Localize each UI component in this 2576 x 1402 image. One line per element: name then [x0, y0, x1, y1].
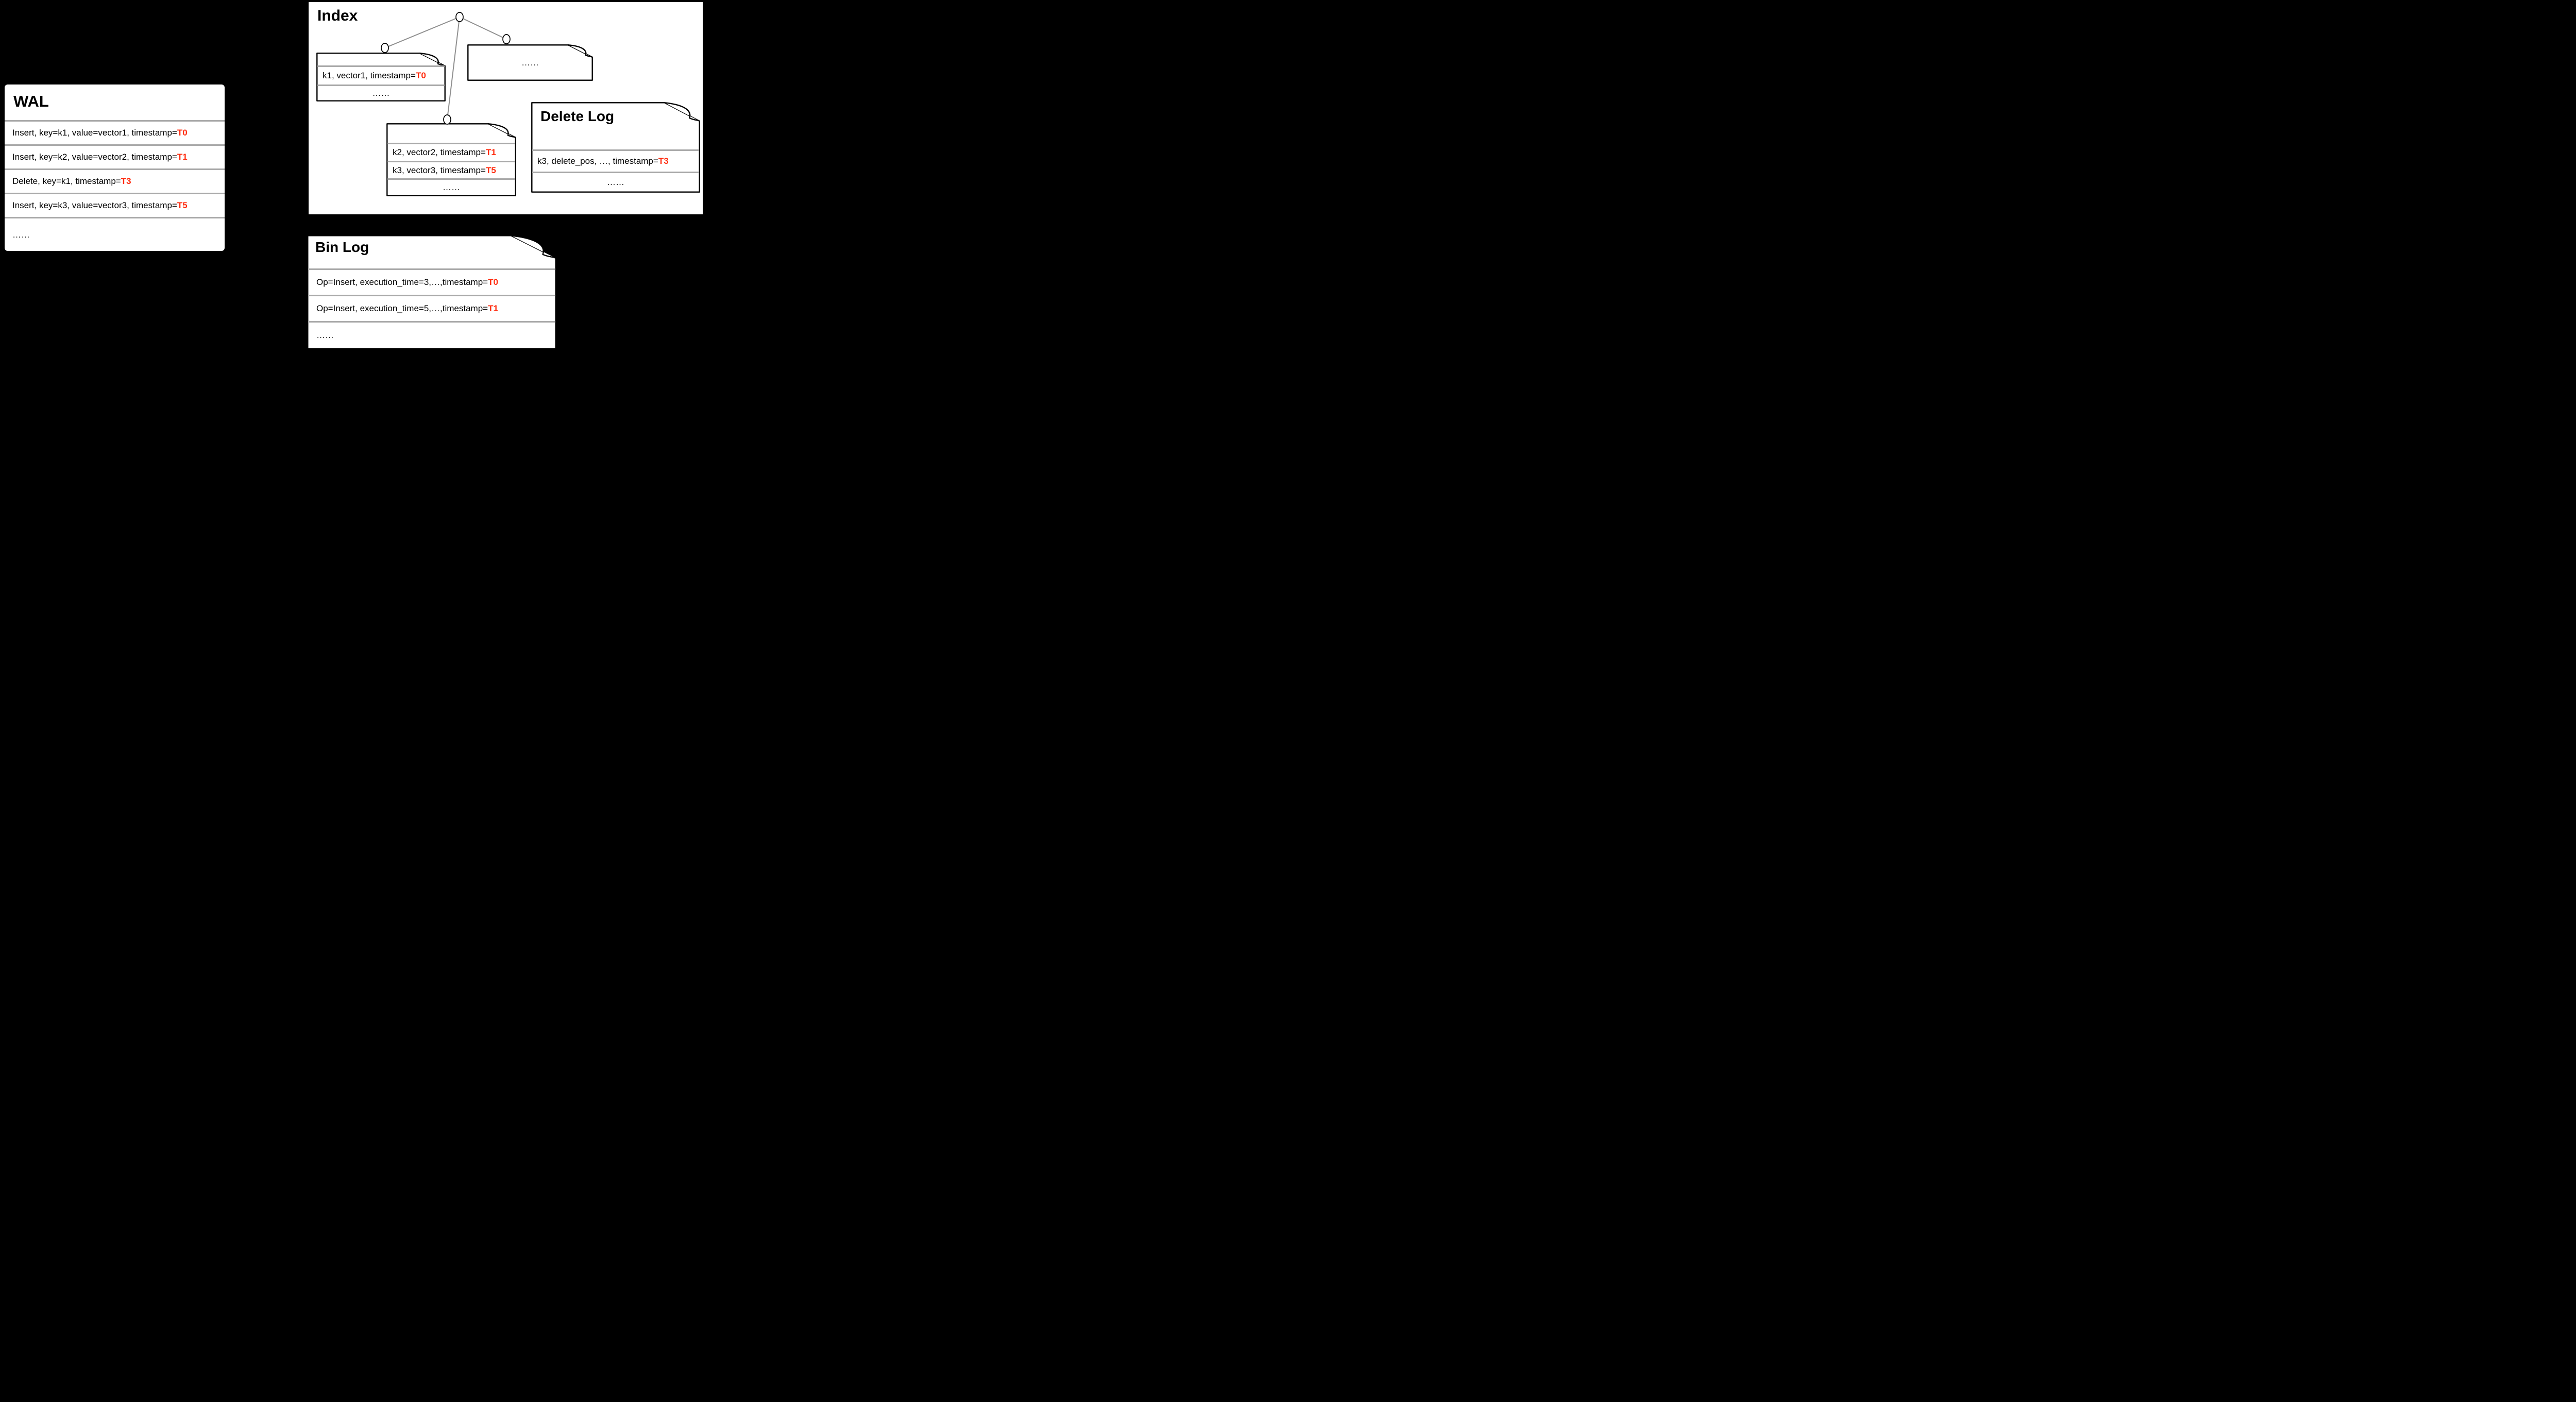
wal-row-insert-k2: Insert, key=k2, value=vector2, timestamp…	[5, 144, 225, 168]
index-segment-doc-more: ……	[467, 44, 593, 81]
timestamp-highlight: T1	[488, 303, 498, 313]
document-content: k1, vector1, timestamp=T0 ……	[317, 54, 445, 100]
timestamp-highlight: T1	[177, 152, 188, 162]
delete-log-row-k3: k3, delete_pos, …, timestamp=T3	[532, 149, 699, 172]
document-shape	[467, 44, 593, 81]
timestamp-highlight: T3	[658, 156, 669, 166]
wal-row-text: Insert, key=k2, value=vector2, timestamp…	[12, 152, 177, 162]
tree-edge	[384, 16, 460, 48]
index-panel: Index k1, vector1, timestamp=T0 …… ……	[309, 2, 703, 214]
segment-row-ellipsis: ……	[387, 178, 515, 195]
document-shape	[531, 102, 700, 193]
document-header	[387, 124, 515, 143]
ellipsis-text: ……	[316, 330, 334, 340]
tree-node-right	[502, 34, 511, 44]
document-shape	[307, 235, 556, 349]
bin-log-row-ellipsis: ……	[308, 321, 555, 348]
delete-log-doc: Delete Log k3, delete_pos, …, timestamp=…	[531, 102, 700, 193]
segment-row-text: k3, vector3, timestamp=	[393, 165, 486, 175]
segment-row-k3: k3, vector3, timestamp=T5	[387, 161, 515, 178]
timestamp-highlight: T0	[415, 71, 426, 80]
bin-log-row-text: Op=Insert, execution_time=5,…,timestamp=	[316, 303, 488, 313]
diagram-canvas: WAL Insert, key=k1, value=vector1, times…	[0, 0, 704, 350]
ellipsis-text: ……	[443, 182, 460, 192]
bin-log-row-1: Op=Insert, execution_time=3,…,timestamp=…	[308, 268, 555, 295]
wal-row-insert-k3: Insert, key=k3, value=vector3, timestamp…	[5, 193, 225, 217]
timestamp-highlight: T3	[121, 176, 131, 186]
wal-row-text: Delete, key=k1, timestamp=	[12, 176, 121, 186]
ellipsis-text: ……	[372, 88, 390, 98]
delete-log-row-ellipsis: ……	[532, 172, 699, 192]
timestamp-highlight: T5	[177, 200, 188, 210]
tree-node-root	[455, 12, 464, 22]
bin-log-title: Bin Log	[315, 239, 369, 255]
document-content: k2, vector2, timestamp=T1 k3, vector3, t…	[387, 124, 515, 195]
segment-row-k2: k2, vector2, timestamp=T1	[387, 143, 515, 161]
document-content: ……	[468, 45, 592, 80]
timestamp-highlight: T0	[177, 128, 188, 138]
timestamp-highlight: T5	[485, 165, 496, 175]
tree-edge	[459, 16, 507, 40]
ellipsis-text: ……	[521, 57, 539, 67]
delete-log-header: Delete Log	[532, 103, 699, 149]
segment-row-k1: k1, vector1, timestamp=T0	[317, 65, 445, 85]
document-header	[317, 54, 445, 65]
bin-log-row-2: Op=Insert, execution_time=5,…,timestamp=…	[308, 295, 555, 321]
index-segment-doc-k2-k3: k2, vector2, timestamp=T1 k3, vector3, t…	[386, 123, 516, 196]
timestamp-highlight: T1	[485, 147, 496, 157]
delete-log-title: Delete Log	[540, 108, 615, 124]
wal-row-delete-k1: Delete, key=k1, timestamp=T3	[5, 168, 225, 193]
wal-row-ellipsis: ……	[5, 217, 225, 251]
wal-row-text: Insert, key=k3, value=vector3, timestamp…	[12, 200, 177, 210]
wal-row-insert-k1: Insert, key=k1, value=vector1, timestamp…	[5, 120, 225, 144]
ellipsis-text: ……	[12, 229, 30, 240]
bin-log-header: Bin Log	[308, 236, 555, 268]
segment-row-ellipsis: ……	[317, 85, 445, 100]
document-content: Bin Log Op=Insert, execution_time=3,…,ti…	[308, 236, 555, 348]
bin-log-row-text: Op=Insert, execution_time=3,…,timestamp=	[316, 277, 488, 287]
document-content: Delete Log k3, delete_pos, …, timestamp=…	[532, 103, 699, 192]
wal-row-text: Insert, key=k1, value=vector1, timestamp…	[12, 128, 177, 138]
ellipsis-text: ……	[607, 177, 624, 187]
bin-log-doc: Bin Log Op=Insert, execution_time=3,…,ti…	[307, 235, 556, 349]
segment-row-text: k1, vector1, timestamp=	[323, 71, 416, 80]
document-shape	[386, 123, 516, 196]
timestamp-highlight: T0	[488, 277, 498, 287]
tree-edge	[447, 16, 460, 120]
index-segment-doc-k1: k1, vector1, timestamp=T0 ……	[316, 53, 446, 102]
tree-node-left	[381, 43, 389, 53]
delete-log-row-text: k3, delete_pos, …, timestamp=	[537, 156, 658, 166]
segment-row-text: k2, vector2, timestamp=	[393, 147, 486, 157]
wal-title: WAL	[13, 92, 49, 110]
index-title: Index	[317, 7, 358, 24]
wal-box: WAL Insert, key=k1, value=vector1, times…	[5, 85, 225, 251]
